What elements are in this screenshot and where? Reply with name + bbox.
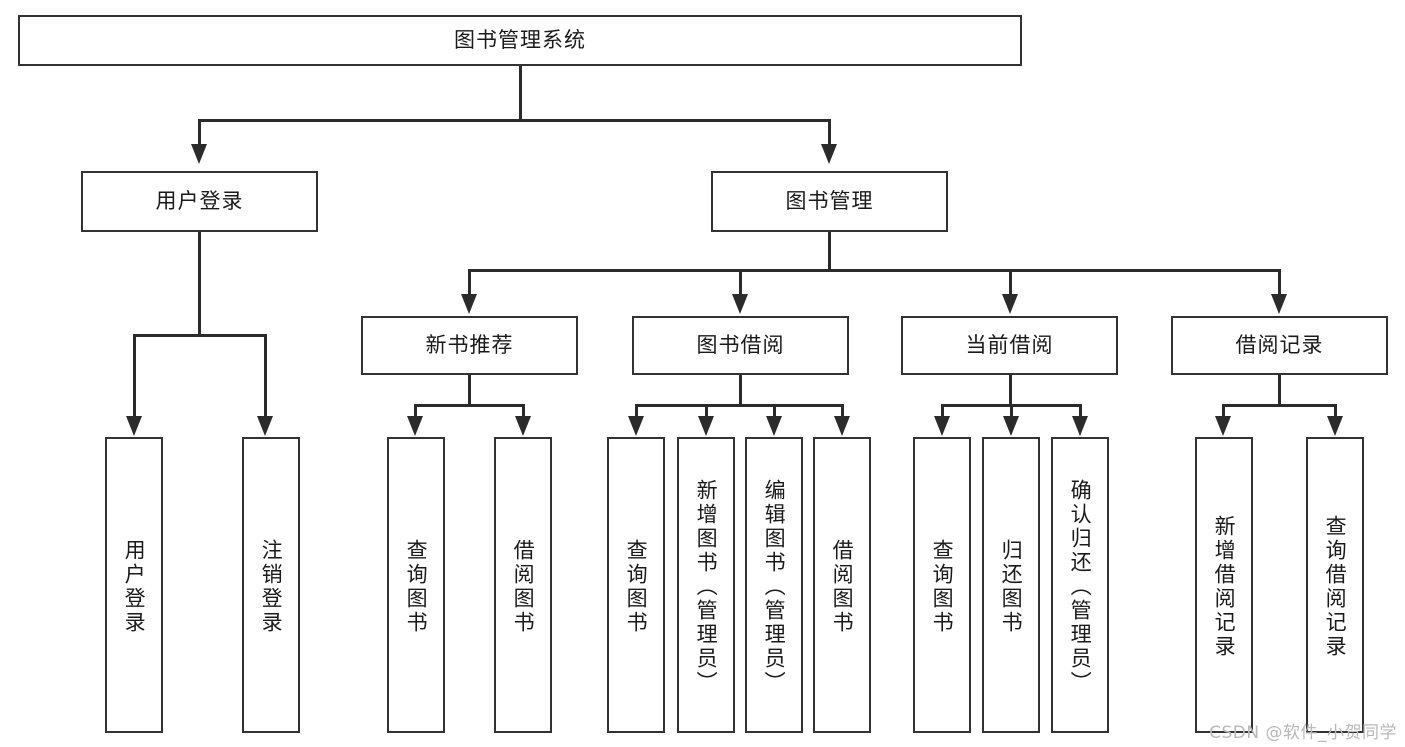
node-book-manage[interactable]: 图书管理 <box>711 171 948 232</box>
node-label: 借阅记录 <box>1235 333 1324 358</box>
node-current-borrow[interactable]: 当前借阅 <box>901 316 1118 375</box>
node-label: 图书管理系统 <box>454 28 586 53</box>
connector-current-borrow-stem <box>1009 375 1012 406</box>
node-leaf-borrow-book-2[interactable]: 借阅图书 <box>813 437 871 733</box>
connector-drop-leaf-query-book-2 <box>635 404 638 419</box>
connector-level2-bus <box>198 119 830 122</box>
connector-drop-leaf-edit-book <box>773 404 776 419</box>
node-leaf-return-book[interactable]: 归还图书 <box>982 437 1040 733</box>
node-label: 图书管理 <box>785 189 874 214</box>
node-label: 查询图书 <box>624 539 649 635</box>
node-label: 用户登录 <box>155 189 244 214</box>
connector-drop-leaf-query-book-1 <box>414 404 417 419</box>
arrowhead-book-manage <box>821 144 837 164</box>
node-label: 新增借阅记录 <box>1212 515 1237 659</box>
node-label: 新书推荐 <box>425 333 514 358</box>
node-label: 当前借阅 <box>965 333 1054 358</box>
arrowhead-leaf-add-record <box>1215 416 1231 436</box>
connector-book-manage-stem <box>828 232 831 271</box>
connector-user-login-stem <box>198 232 201 336</box>
arrowhead-borrow-record <box>1271 294 1287 314</box>
node-leaf-add-record[interactable]: 新增借阅记录 <box>1195 437 1253 733</box>
node-book-borrow[interactable]: 图书借阅 <box>632 316 849 375</box>
connector-drop-leaf-query-record <box>1334 404 1337 419</box>
connector-drop-leaf-query-book-3 <box>941 404 944 419</box>
arrowhead-leaf-borrow-book-1 <box>515 416 531 436</box>
node-label: 编辑图书（管理员） <box>762 479 787 695</box>
connector-drop-leaf-add-book <box>705 404 708 419</box>
arrowhead-book-borrow <box>732 294 748 314</box>
arrowhead-leaf-query-book-3 <box>934 416 950 436</box>
arrowhead-user-login <box>191 144 207 164</box>
node-leaf-query-book-1[interactable]: 查询图书 <box>387 437 445 733</box>
connector-drop-leaf-borrow-book-2 <box>841 404 844 419</box>
connector-new-book-recommend-stem <box>468 375 471 406</box>
node-label: 归还图书 <box>999 539 1024 635</box>
node-leaf-user-logout[interactable]: 注销登录 <box>242 437 300 733</box>
connector-book-borrow-stem <box>739 375 742 406</box>
node-label: 用户登录 <box>122 539 147 635</box>
arrowhead-leaf-user-login <box>126 416 142 436</box>
arrowhead-leaf-borrow-book-2 <box>834 416 850 436</box>
connector-drop-leaf-user-login <box>133 334 136 418</box>
connector-borrow-record-stem <box>1278 375 1281 406</box>
connector-borrow-record-bus <box>1222 404 1336 407</box>
connector-root-stem <box>519 66 522 120</box>
node-label: 图书借阅 <box>696 333 785 358</box>
connector-drop-book-manage <box>828 119 831 145</box>
node-leaf-query-record[interactable]: 查询借阅记录 <box>1306 437 1364 733</box>
node-leaf-edit-book[interactable]: 编辑图书（管理员） <box>745 437 803 733</box>
connector-user-login-bus <box>133 334 266 337</box>
arrowhead-leaf-return-book <box>1003 416 1019 436</box>
connector-drop-new-book-recommend <box>468 269 471 295</box>
arrowhead-leaf-confirm-return <box>1072 416 1088 436</box>
node-label: 借阅图书 <box>830 539 855 635</box>
node-label: 确认归还（管理员） <box>1068 479 1093 695</box>
node-user-login[interactable]: 用户登录 <box>81 171 318 232</box>
arrowhead-leaf-user-logout <box>257 416 273 436</box>
node-leaf-confirm-return[interactable]: 确认归还（管理员） <box>1051 437 1109 733</box>
node-label: 查询借阅记录 <box>1323 515 1348 659</box>
arrowhead-leaf-query-book-2 <box>628 416 644 436</box>
arrowhead-leaf-add-book <box>698 416 714 436</box>
connector-drop-book-borrow <box>739 269 742 295</box>
node-label: 注销登录 <box>259 539 284 635</box>
connector-drop-current-borrow <box>1009 269 1012 295</box>
node-label: 新增图书（管理员） <box>694 479 719 695</box>
node-leaf-add-book[interactable]: 新增图书（管理员） <box>677 437 735 733</box>
node-borrow-record[interactable]: 借阅记录 <box>1171 316 1388 375</box>
node-leaf-query-book-3[interactable]: 查询图书 <box>913 437 971 733</box>
connector-drop-leaf-confirm-return <box>1079 404 1082 419</box>
node-new-book-recommend[interactable]: 新书推荐 <box>361 316 578 375</box>
node-label: 查询图书 <box>930 539 955 635</box>
node-leaf-user-login[interactable]: 用户登录 <box>105 437 163 733</box>
node-leaf-borrow-book-1[interactable]: 借阅图书 <box>494 437 552 733</box>
connector-drop-leaf-add-record <box>1222 404 1225 419</box>
connector-drop-leaf-user-logout <box>264 334 267 418</box>
arrowhead-leaf-query-book-1 <box>407 416 423 436</box>
node-label: 查询图书 <box>404 539 429 635</box>
connector-drop-user-login <box>198 119 201 145</box>
arrowhead-leaf-edit-book <box>766 416 782 436</box>
node-leaf-query-book-2[interactable]: 查询图书 <box>607 437 665 733</box>
connector-level3-bus <box>468 269 1280 272</box>
connector-drop-borrow-record <box>1278 269 1281 295</box>
connector-book-borrow-bus <box>635 404 843 407</box>
arrowhead-new-book-recommend <box>461 294 477 314</box>
connector-new-book-recommend-bus <box>414 404 524 407</box>
arrowhead-current-borrow <box>1002 294 1018 314</box>
connector-drop-leaf-borrow-book-1 <box>522 404 525 419</box>
node-label: 借阅图书 <box>511 539 536 635</box>
node-root-system[interactable]: 图书管理系统 <box>18 15 1022 66</box>
arrowhead-leaf-query-record <box>1327 416 1343 436</box>
connector-drop-leaf-return-book <box>1010 404 1013 419</box>
